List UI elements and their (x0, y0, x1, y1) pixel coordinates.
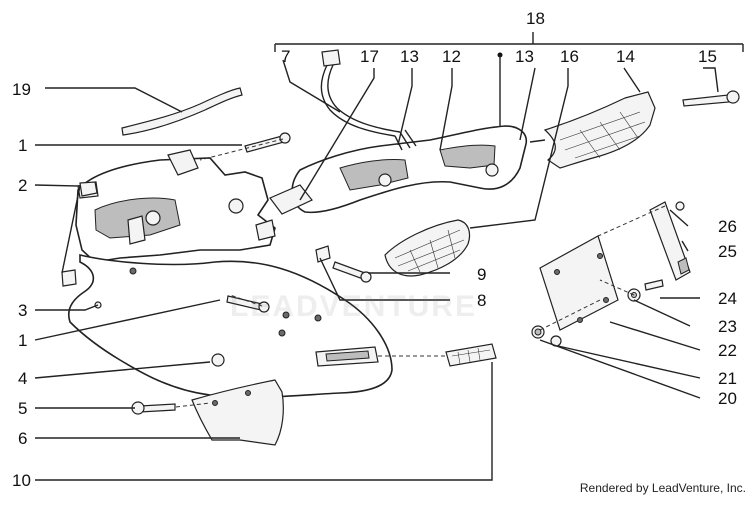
callout-10: 10 (12, 471, 31, 490)
callout-labels: 18 7 17 13 12 13 16 14 15 19 1 2 26 25 9… (12, 9, 737, 490)
callout-8: 8 (477, 291, 486, 310)
callout-5: 5 (18, 399, 27, 418)
callout-26: 26 (718, 217, 737, 236)
callout-12: 12 (442, 47, 461, 66)
rear-fender (61, 149, 393, 398)
callout-9: 9 (477, 265, 486, 284)
callout-7: 7 (281, 47, 290, 66)
callout-23: 23 (718, 317, 737, 336)
callout-19: 19 (12, 80, 31, 99)
hose-19 (45, 87, 243, 136)
mudflap-6 (191, 379, 284, 446)
callout-17: 17 (360, 47, 379, 66)
callout-13-right: 13 (515, 47, 534, 66)
hardware (79, 132, 685, 415)
callout-20: 20 (718, 389, 737, 408)
assembly-lines (175, 138, 666, 408)
callout-21: 21 (718, 369, 737, 388)
screw-15 (682, 67, 740, 107)
callout-13-left: 13 (400, 47, 419, 66)
callout-24: 24 (718, 289, 737, 308)
callout-22: 22 (718, 341, 737, 360)
callout-2: 2 (18, 176, 27, 195)
callout-25: 25 (718, 242, 737, 261)
reflector-16 (384, 219, 471, 277)
plate-holder-22 (539, 235, 619, 331)
callout-1-upper: 1 (18, 136, 27, 155)
taillight-housing-12 (255, 125, 528, 241)
credit-line: Rendered by LeadVenture, Inc. (579, 481, 746, 495)
callout-4: 4 (18, 369, 27, 388)
callout-14: 14 (616, 47, 635, 66)
callout-3: 3 (18, 301, 27, 320)
wiring-harness-7 (282, 49, 417, 151)
callout-1-lower: 1 (18, 331, 27, 350)
callout-15: 15 (698, 47, 717, 66)
callout-6: 6 (18, 429, 27, 448)
callout-18: 18 (526, 9, 545, 28)
bracket-25 (649, 201, 691, 281)
leader-lines (34, 67, 701, 481)
callout-16: 16 (560, 47, 579, 66)
lens-14 (529, 91, 656, 169)
